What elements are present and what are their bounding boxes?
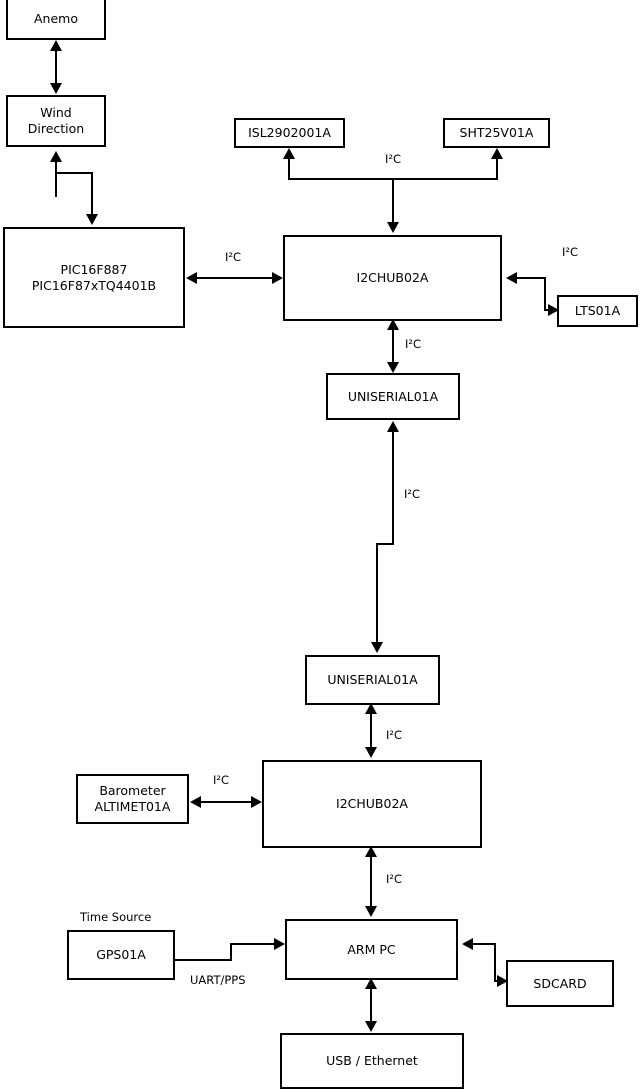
node-anemo-label: Anemo	[34, 11, 78, 26]
arrowhead-wind-up	[50, 151, 62, 162]
node-wind-direction: Wind Direction	[6, 95, 106, 147]
arrowhead-armpc-gps-right	[274, 938, 285, 950]
node-uniserial01a-bottom: UNISERIAL01A	[305, 655, 440, 705]
edge-label-gps-uart-pps: UART/PPS	[190, 973, 246, 987]
arrowhead-usb-down	[365, 1021, 377, 1032]
edge-hub2-armpc	[370, 850, 372, 908]
edge-pic-hub	[196, 277, 272, 279]
edge-hub-uniserial	[392, 323, 394, 371]
edge-label-lts-i2c: I²C	[562, 245, 579, 259]
edge-label-pic-hub-i2c: I²C	[225, 250, 242, 264]
node-lts01a: LTS01A	[557, 295, 638, 327]
edge-bus-to-isl	[288, 158, 290, 180]
arrowhead-hub2-bot-up	[365, 846, 377, 857]
edge-label-uniserial-hub2-i2c: I²C	[386, 728, 403, 742]
node-isl2902001a: ISL2902001A	[234, 118, 345, 148]
arrowhead-armpc-bot-up	[365, 978, 377, 989]
node-lts01a-label: LTS01A	[574, 303, 621, 318]
edge-label-hub-uniserial-i2c: I²C	[405, 337, 422, 351]
arrowhead-uniserial-bot-down	[371, 642, 383, 653]
edge-uniserial-link-lower	[376, 543, 378, 643]
edge-barometer-hub2	[200, 801, 252, 803]
node-sdcard: SDCARD	[506, 960, 614, 1007]
node-anemo: Anemo	[6, 0, 106, 40]
edge-uniserial-link-upper	[392, 432, 394, 545]
edge-uniserial-link-jog	[376, 543, 394, 545]
node-wind-direction-label: Wind Direction	[27, 105, 85, 136]
edge-gps-armpc-lower-h	[175, 959, 232, 961]
edge-pic-wind-seg-h	[55, 172, 93, 174]
edge-hub-lts-top-h	[516, 277, 546, 279]
arrowhead-hub-right	[272, 272, 283, 284]
arrowhead-hub2-top-down	[365, 747, 377, 758]
arrowhead-lts-right	[548, 304, 559, 316]
node-arm-pc: ARM PC	[285, 919, 458, 980]
node-pic-mcu: PIC16F887 PIC16F87xTQ4401B	[3, 227, 185, 328]
edge-pic-wind-seg-down	[91, 172, 93, 215]
arrowhead-hub-bus-down	[387, 222, 399, 233]
edge-pic-wind-seg-up	[55, 162, 57, 197]
edge-label-sensors-i2c: I²C	[385, 152, 402, 166]
edge-bus-to-sht	[496, 158, 498, 180]
node-isl2902001a-label: ISL2902001A	[248, 125, 331, 140]
edge-label-uniserial-link-i2c: I²C	[404, 487, 421, 501]
edge-gps-armpc-upper-h	[230, 943, 276, 945]
node-uniserial01a-top: UNISERIAL01A	[326, 373, 460, 420]
node-usb-ethernet: USB / Ethernet	[280, 1033, 464, 1089]
arrowhead-hub2-right	[251, 796, 262, 808]
node-pic-mcu-label: PIC16F887 PIC16F87xTQ4401B	[31, 261, 157, 293]
node-arm-pc-label: ARM PC	[347, 941, 396, 957]
edge-uniserial-hub2	[370, 707, 372, 755]
node-i2chub02a-bottom-label: I2CHUB02A	[336, 796, 408, 811]
node-uniserial01a-top-label: UNISERIAL01A	[347, 388, 439, 404]
node-barometer-label: Barometer ALTIMET01A	[94, 783, 171, 814]
node-i2chub02a-top-label: I2CHUB02A	[356, 270, 429, 285]
edge-label-hub2-armpc-i2c: I²C	[386, 872, 403, 886]
arrowhead-uniserial-bot-up	[365, 703, 377, 714]
arrowhead-armpc-sd-left	[462, 938, 473, 950]
edge-armpc-usb	[370, 982, 372, 1027]
edge-armpc-sd-v	[494, 943, 496, 982]
arrowhead-anemo-up	[50, 40, 62, 51]
arrowhead-wind-down	[50, 83, 62, 94]
edge-gps-armpc-jog-v	[230, 943, 232, 961]
arrowhead-armpc-top-down	[365, 906, 377, 917]
edge-anemo-wind	[55, 44, 57, 92]
edge-label-barometer-i2c: I²C	[213, 773, 230, 787]
arrowhead-hub-lts-left	[506, 272, 517, 284]
arrowhead-sdcard-right	[497, 975, 508, 987]
caption-time-source: Time Source	[80, 910, 152, 924]
arrowhead-pic-left	[186, 272, 197, 284]
node-sht25v01a-label: SHT25V01A	[459, 125, 534, 140]
edge-armpc-sd-top-h	[472, 943, 496, 945]
node-uniserial01a-bottom-label: UNISERIAL01A	[327, 672, 418, 687]
arrowhead-barometer-left	[190, 796, 201, 808]
arrowhead-pic-down	[86, 214, 98, 225]
node-i2chub02a-bottom: I2CHUB02A	[262, 760, 482, 848]
arrowhead-isl-up	[283, 148, 295, 159]
edge-hub-to-bus	[392, 178, 394, 223]
node-usb-ethernet-label: USB / Ethernet	[326, 1053, 418, 1068]
node-i2chub02a-top: I2CHUB02A	[283, 235, 502, 321]
node-sht25v01a: SHT25V01A	[443, 118, 550, 148]
arrowhead-hub-up	[387, 319, 399, 330]
node-barometer: Barometer ALTIMET01A	[76, 774, 189, 824]
arrowhead-uniserial-top-up	[387, 421, 399, 432]
arrowhead-uniserial-top-down	[387, 362, 399, 373]
node-gps01a-label: GPS01A	[96, 947, 146, 962]
arrowhead-sht-up	[491, 148, 503, 159]
edge-hub-lts-v	[544, 277, 546, 311]
node-sdcard-label: SDCARD	[533, 975, 587, 991]
node-gps01a: GPS01A	[67, 930, 175, 980]
